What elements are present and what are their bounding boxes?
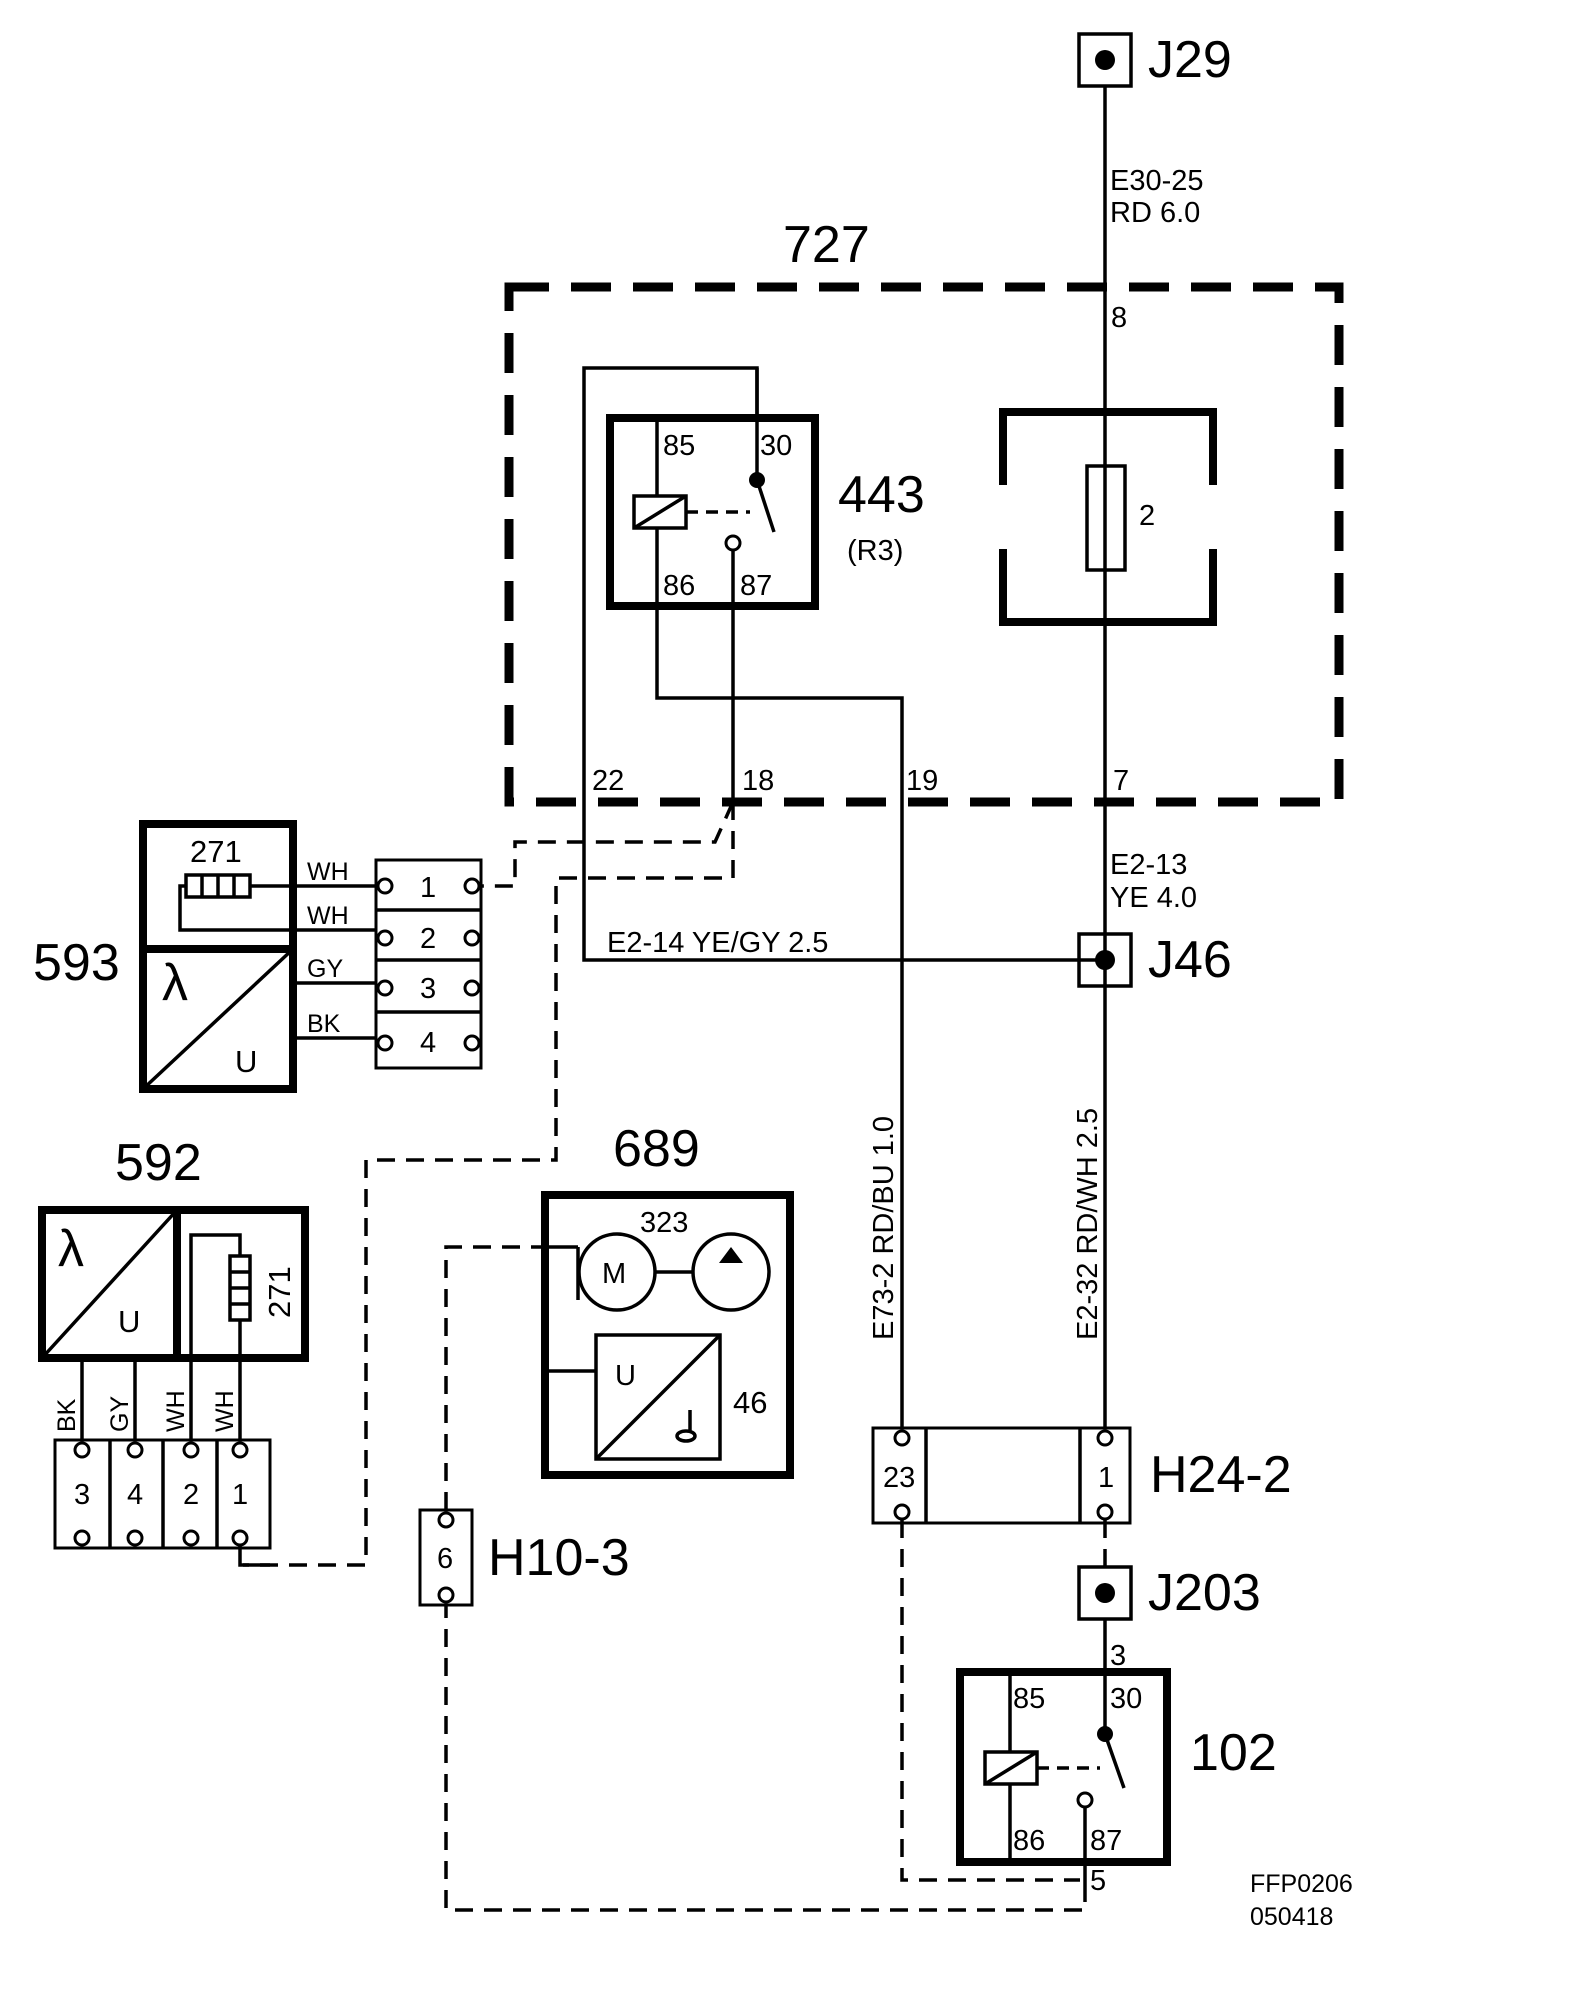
- sensor-592-label: 592: [115, 1134, 202, 1192]
- heater-271-label-592: 271: [262, 1266, 297, 1318]
- relay-443: 85 30 86 87 443 (R3): [606, 368, 925, 610]
- fuse-2-label: 2: [1139, 500, 1155, 532]
- component-689-label: 689: [613, 1120, 700, 1178]
- j46-terminal: J46: [1077, 931, 1232, 989]
- relay-102: 85 30 86 87 102: [956, 1668, 1277, 1884]
- sensor-593-label: 593: [33, 934, 120, 992]
- wire-e2-14-label: E2-14 YE/GY 2.5: [607, 927, 828, 959]
- wire-592-wh2: WH: [211, 1390, 239, 1432]
- j203-label: J203: [1148, 1564, 1261, 1622]
- connector-593: 1 2 3 4: [374, 858, 483, 1070]
- h24-2-label: H24-2: [1150, 1446, 1292, 1504]
- wire-593-bk: BK: [307, 1010, 341, 1038]
- relay-102-label: 102: [1190, 1724, 1277, 1782]
- pin-19-label: 19: [906, 765, 938, 797]
- pin-8-label: 8: [1111, 302, 1127, 334]
- fuse-box-2: 2: [993, 408, 1223, 626]
- connector-593-pin-3: 3: [420, 973, 436, 1005]
- wire-e30-25-label: E30-25: [1110, 165, 1204, 197]
- relay-443-sublabel: (R3): [847, 535, 903, 567]
- wire-593-wh1: WH: [307, 858, 349, 886]
- pin-3-label: 3: [1110, 1640, 1126, 1672]
- connector-593-pin-1: 1: [420, 872, 436, 904]
- connector-592: 3 4 2 1: [53, 1438, 272, 1550]
- wire-592-wh1: WH: [162, 1390, 190, 1432]
- drawing-date: 050418: [1250, 1903, 1333, 1931]
- component-46-label: 46: [733, 1385, 767, 1420]
- connector-593-pin-4: 4: [420, 1027, 436, 1059]
- wire-rd-bu-label: E73-2 RD/BU 1.0: [868, 1116, 900, 1340]
- sender-u-label: U: [615, 1360, 636, 1392]
- sensor-592: 592 λ U 271 BK GY WH WH: [38, 1134, 309, 1440]
- relay-102-pin-30: 30: [1110, 1683, 1142, 1715]
- wire-102-h24: [900, 1520, 1080, 1882]
- connector-592-pin-3: 3: [74, 1479, 90, 1511]
- sensor-593: 593 λ U 271 WH WH GY BK: [33, 820, 378, 1093]
- relay-102-pin-85: 85: [1013, 1683, 1045, 1715]
- relay-443-pin-86: 86: [663, 570, 695, 602]
- connector-592-pin-4: 4: [127, 1479, 143, 1511]
- wire-18-593: [481, 801, 735, 888]
- sensor-592-u: U: [118, 1304, 140, 1339]
- pin-5-label: 5: [1090, 1865, 1106, 1897]
- relay-102-pin-86: 86: [1013, 1825, 1045, 1857]
- wire-e2-13-label: E2-13: [1110, 849, 1187, 881]
- sensor-592-lambda: λ: [58, 1220, 84, 1278]
- wire-h10-689: [444, 1245, 545, 1510]
- drawing-code: FFP0206: [1250, 1870, 1353, 1898]
- connector-592-pin-2: 2: [183, 1479, 199, 1511]
- j29-label: J29: [1148, 31, 1232, 89]
- relay-443-pin-30: 30: [760, 430, 792, 462]
- pin-18-label: 18: [742, 765, 774, 797]
- component-727-box: 727 8 22 18 19 7: [504, 216, 1344, 807]
- wire-86-19: [655, 606, 904, 1434]
- j46-label: J46: [1148, 931, 1232, 989]
- component-689: 689 M 323 U 46: [541, 1120, 794, 1479]
- wire-592-bk: BK: [53, 1398, 81, 1432]
- relay-443-pin-85: 85: [663, 430, 695, 462]
- wire-592-gy: GY: [106, 1396, 134, 1432]
- wire-592-pin1-out: [238, 1545, 270, 1567]
- sensor-593-lambda: λ: [162, 954, 188, 1012]
- pin-7-label: 7: [1113, 765, 1129, 797]
- sensor-593-u: U: [235, 1044, 257, 1079]
- connector-593-pin-2: 2: [420, 923, 436, 955]
- component-727-label: 727: [783, 216, 870, 274]
- pump-icon: [691, 1232, 771, 1312]
- wire-18-592: [243, 802, 735, 1567]
- wire-593-wh2: WH: [307, 902, 349, 930]
- connector-592-pin-1: 1: [232, 1479, 248, 1511]
- h10-3-label: H10-3: [488, 1529, 630, 1587]
- relay-443-label: 443: [838, 466, 925, 524]
- j29-terminal: J29: [1077, 31, 1232, 89]
- wire-102-h10: [444, 1605, 1087, 1912]
- wire-ye-4-label: YE 4.0: [1110, 882, 1197, 914]
- h24-2-pin-23: 23: [883, 1462, 915, 1494]
- wire-rd-wh-label: E2-32 RD/WH 2.5: [1072, 1108, 1104, 1340]
- relay-102-pin-87: 87: [1090, 1825, 1122, 1857]
- wire-rd-6-label: RD 6.0: [1110, 197, 1200, 229]
- wire-593-gy: GY: [307, 955, 343, 983]
- h10-3-pin-6: 6: [437, 1543, 453, 1575]
- heater-271-label-593: 271: [190, 834, 242, 869]
- h24-2-pin-1: 1: [1098, 1462, 1114, 1494]
- connector-h24-2: 23 1 H24-2: [871, 1426, 1292, 1525]
- relay-443-pin-87: 87: [740, 570, 772, 602]
- motor-label: M: [602, 1258, 626, 1290]
- connector-h10-3: 6 H10-3: [418, 1508, 630, 1607]
- wire-22-loop: [582, 366, 1105, 962]
- component-323-label: 323: [640, 1207, 688, 1239]
- pin-22-label: 22: [592, 765, 624, 797]
- j203-terminal: J203: [1077, 1564, 1261, 1622]
